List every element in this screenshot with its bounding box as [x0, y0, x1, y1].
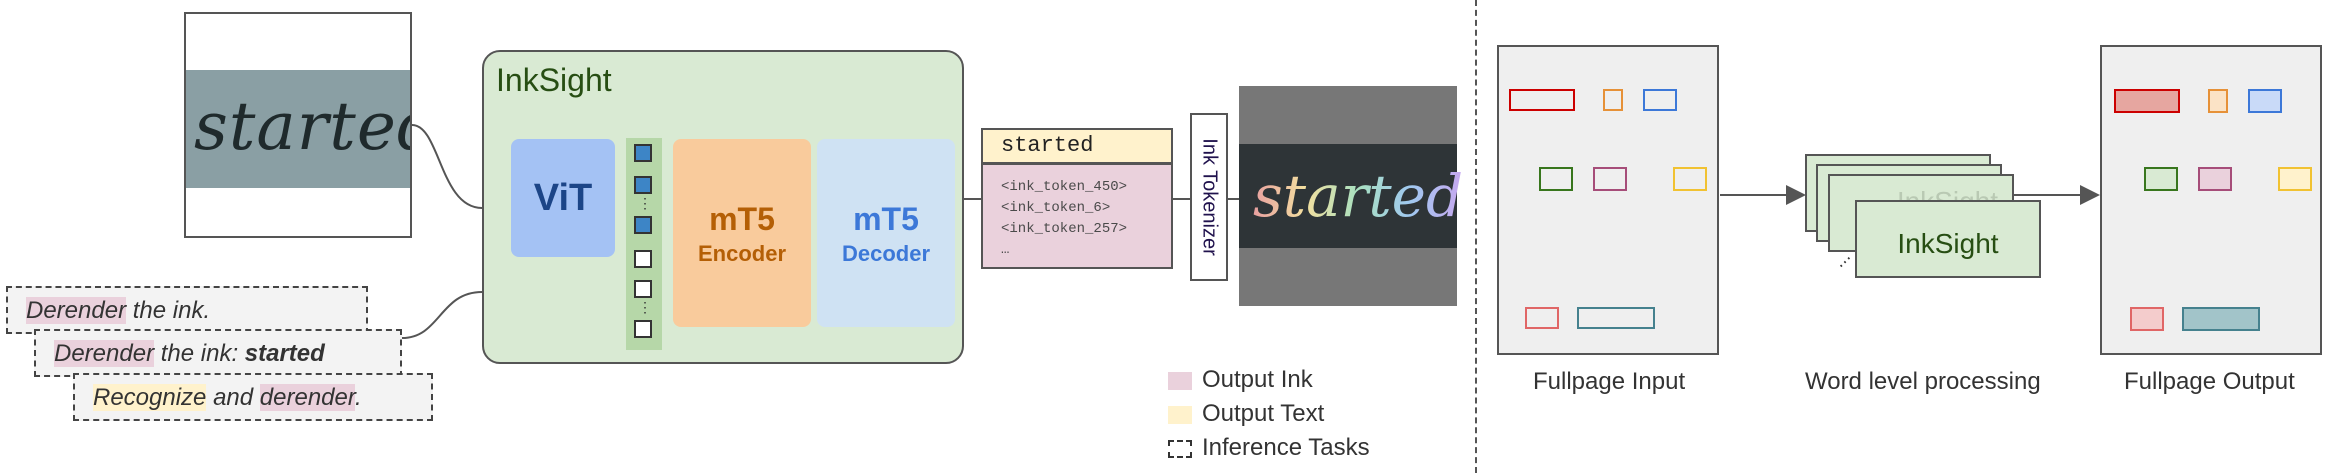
text-token	[634, 280, 652, 298]
mt5-encoder-block: mT5 Encoder	[673, 139, 811, 327]
fullpage-input-caption: Fullpage Input	[1533, 368, 1686, 395]
output-ink-tokens-box: <ink_token_450> <ink_token_6> <ink_token…	[981, 163, 1173, 269]
input-word-image: started	[184, 12, 412, 238]
encoder-title: mT5	[709, 201, 775, 237]
task-text: the ink:	[154, 340, 245, 367]
word-box	[1643, 89, 1677, 111]
input-word-strip: started	[186, 70, 410, 188]
input-word-text: started	[194, 88, 410, 165]
task-keyword: derender	[259, 384, 355, 411]
word-box	[1539, 167, 1573, 191]
task-keyword: Derender	[26, 297, 127, 324]
token-column: ⋮ ⋮	[626, 138, 662, 350]
word-box-filled	[2114, 89, 2180, 113]
word-box-filled	[2182, 307, 2260, 331]
section-divider	[1475, 0, 1477, 473]
mt5-decoder-block: mT5 Decoder	[817, 139, 955, 327]
fullpage-input-page	[1497, 45, 1719, 355]
word-box-filled	[2144, 167, 2178, 191]
rendered-ink-output: started	[1239, 86, 1463, 306]
ink-token-line: <ink_token_6>	[1001, 200, 1111, 216]
vit-block: ViT	[511, 139, 615, 257]
pipeline-arrows	[1720, 185, 2100, 205]
card-label: InkSight	[1897, 228, 1999, 259]
ink-tokenizer-box: Ink Tokenizer	[1190, 113, 1228, 281]
decoder-title: mT5	[853, 201, 919, 237]
task-keyword: Derender	[54, 340, 155, 367]
ink-token-line: <ink_token_257>	[1001, 221, 1128, 237]
ellipsis-icon: ⋮	[638, 299, 652, 315]
ink-token-line: …	[1001, 242, 1010, 258]
legend-swatch-dashed	[1168, 440, 1192, 458]
word-box-filled	[2198, 167, 2232, 191]
word-box-filled	[2130, 307, 2164, 331]
task-text: the ink.	[126, 297, 211, 324]
word-box-filled	[2208, 89, 2228, 113]
image-token	[634, 176, 652, 194]
image-token	[634, 144, 652, 162]
inksight-card-front: InkSight	[1855, 200, 2041, 278]
model-title: InkSight	[496, 62, 612, 98]
legend-swatch-ink	[1168, 372, 1192, 390]
connector-lines	[401, 124, 1239, 339]
word-box	[1525, 307, 1559, 329]
decoder-subtitle: Decoder	[841, 241, 931, 266]
task-derender-with-text: Derender the ink: started	[34, 329, 402, 377]
word-box	[1577, 307, 1655, 329]
task-keyword: Recognize	[93, 384, 207, 411]
ellipsis-icon: ⋮	[638, 195, 652, 211]
ink-tokenizer-label: Ink Tokenizer	[1198, 138, 1221, 256]
rendered-ink-strip: started	[1239, 144, 1463, 248]
fullpage-output-page	[2100, 45, 2322, 355]
word-processing-caption: Word level processing	[1805, 368, 2041, 395]
task-text: .	[354, 384, 362, 411]
legend-label: Output Text	[1202, 400, 1325, 427]
legend-swatch-text	[1168, 406, 1192, 424]
task-hint-word: started	[244, 340, 325, 367]
text-token	[634, 320, 652, 338]
image-token	[634, 216, 652, 234]
word-box	[1593, 167, 1627, 191]
word-box	[1603, 89, 1623, 111]
legend-label: Inference Tasks	[1202, 434, 1370, 461]
fullpage-output-caption: Fullpage Output	[2124, 368, 2295, 395]
encoder-subtitle: Encoder	[697, 241, 787, 266]
text-token	[634, 250, 652, 268]
rendered-word-text: started	[1253, 162, 1464, 230]
ink-token-line: <ink_token_450>	[1001, 179, 1128, 195]
word-box	[1509, 89, 1575, 111]
output-text-box: started	[981, 128, 1173, 164]
legend-label: Output Ink	[1202, 366, 1313, 393]
task-derender: Derender the ink.	[6, 286, 368, 334]
task-recognize-and-derender: Recognize and derender.	[73, 373, 433, 421]
task-text: and	[206, 384, 260, 411]
word-box	[1673, 167, 1707, 191]
word-box-filled	[2248, 89, 2282, 113]
word-box-filled	[2278, 167, 2312, 191]
